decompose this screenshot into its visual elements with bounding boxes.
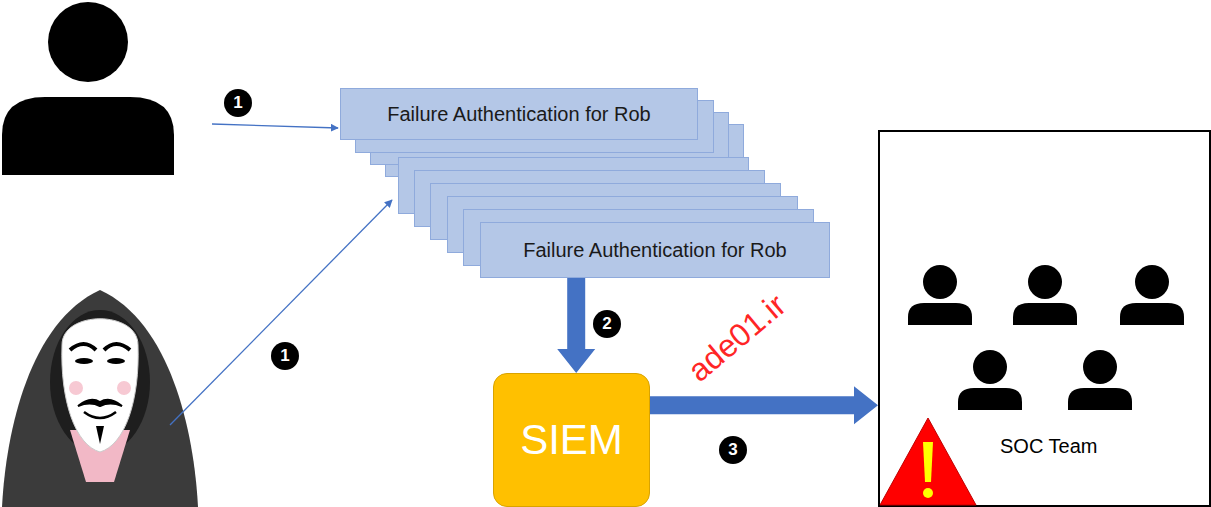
callout-number: 1 [271,342,299,370]
user-head [48,2,128,82]
node-text: SIEM [520,416,623,464]
mask-mustache [78,400,122,406]
callout-number: 1 [224,89,252,117]
log-event-box: Failure Authentication for Rob [480,222,830,278]
soc-people [908,265,1184,410]
warning-triangle [880,418,976,505]
mask-cheek [69,381,83,395]
node-text: SOC Team [1000,435,1097,458]
soc-team-box: SOC Team [878,130,1211,507]
mask-eye [107,358,125,364]
callout-number: 3 [719,436,747,464]
hood-opening [50,310,150,454]
flow-arrow [650,386,878,424]
person-icon [1013,265,1077,325]
flow-arrow [557,278,595,373]
warning-dot [923,488,933,498]
login-attempt-arrow [212,124,338,128]
person-icon [958,350,1022,410]
log-event-box: Failure Authentication for Rob [340,88,698,140]
siem-box: SIEM [493,373,650,507]
person-icon [908,265,972,325]
node-text: Failure Authentication for Rob [523,239,787,262]
login-attempt-arrow [170,200,392,425]
callout-number: 2 [593,310,621,338]
hacker-icon [2,290,198,507]
mask-beard [96,426,104,444]
user-body [2,97,174,175]
mask-eye [75,358,93,364]
person-icon [1068,350,1132,410]
user-icon [2,2,174,175]
warning-bar [923,442,933,482]
watermark: ade01.ir [681,287,793,390]
warning-shape [880,418,976,505]
mask-cheek [117,381,131,395]
hacker-hood [2,290,198,507]
hacker-mask [62,319,138,452]
person-icon [1120,265,1184,325]
node-text: Failure Authentication for Rob [387,103,651,126]
mask-eyebrows [70,344,130,350]
mask-smile [84,412,116,418]
